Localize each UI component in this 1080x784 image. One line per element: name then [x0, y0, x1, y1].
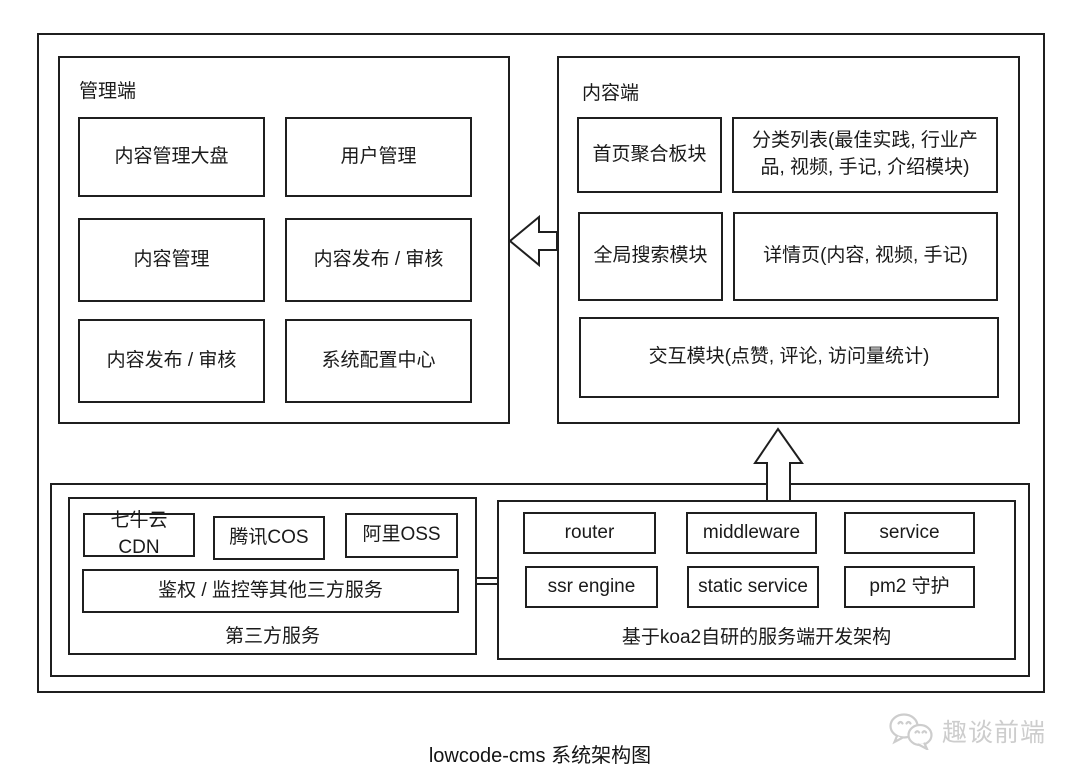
third-party-ali-oss: 阿里OSS — [345, 513, 458, 558]
third-party-tencent-cos: 腾讯COS — [213, 516, 325, 560]
third-party-panel-caption: 第三方服务 — [224, 626, 320, 647]
watermark-label: 趣谈前端 — [942, 719, 1047, 747]
content-panel-title: 内容端 — [582, 83, 640, 104]
admin-module-content-management: 内容管理 — [78, 218, 265, 302]
server-panel-caption: 基于koa2自研的服务端开发架构 — [621, 627, 892, 648]
server-module-router: router — [523, 512, 656, 554]
content-module-interaction: 交互模块(点赞, 评论, 访问量统计) — [579, 317, 999, 398]
admin-module-user-management: 用户管理 — [285, 117, 472, 197]
content-module-home-aggregation: 首页聚合板块 — [577, 117, 722, 193]
watermark: 趣谈前端 — [888, 712, 1046, 750]
panel-connector-line-top — [477, 577, 497, 579]
third-party-panel: 七牛云 CDN 腾讯COS 阿里OSS 鉴权 / 监控等其他三方服务 第三方服务 — [68, 497, 477, 655]
content-module-detail-page: 详情页(内容, 视频, 手记) — [733, 212, 998, 301]
wechat-chat-bubbles-icon — [889, 713, 933, 750]
block-arrow-up-icon — [753, 427, 804, 502]
diagram-caption: lowcode-cms 系统架构图 — [428, 745, 652, 767]
admin-module-content-dashboard: 内容管理大盘 — [78, 117, 265, 197]
admin-module-system-config: 系统配置中心 — [285, 319, 472, 403]
admin-panel-title: 管理端 — [79, 81, 137, 102]
infra-container: 七牛云 CDN 腾讯COS 阿里OSS 鉴权 / 监控等其他三方服务 第三方服务… — [50, 483, 1030, 677]
block-arrow-left-icon — [508, 214, 558, 268]
server-panel: router middleware service ssr engine sta… — [497, 500, 1016, 660]
admin-module-publish-review-left: 内容发布 / 审核 — [78, 319, 265, 403]
content-module-global-search: 全局搜索模块 — [578, 212, 723, 301]
server-module-middleware: middleware — [686, 512, 817, 554]
third-party-qiniu-cdn: 七牛云 CDN — [83, 510, 195, 558]
admin-module-publish-review-right: 内容发布 / 审核 — [285, 218, 472, 302]
content-module-category-list: 分类列表(最佳实践, 行业产品, 视频, 手记, 介绍模块) — [732, 117, 998, 193]
third-party-auth-monitor: 鉴权 / 监控等其他三方服务 — [82, 569, 459, 613]
server-module-ssr-engine: ssr engine — [525, 566, 658, 608]
server-module-pm2-guard: pm2 守护 — [844, 566, 975, 608]
server-module-static-service: static service — [687, 566, 819, 608]
admin-panel: 管理端 内容管理大盘 用户管理 内容管理 内容发布 / 审核 内容发布 / 审核… — [58, 56, 510, 424]
panel-connector-line-bottom — [477, 583, 497, 585]
content-panel: 内容端 首页聚合板块 分类列表(最佳实践, 行业产品, 视频, 手记, 介绍模块… — [557, 56, 1020, 424]
server-module-service: service — [844, 512, 975, 554]
